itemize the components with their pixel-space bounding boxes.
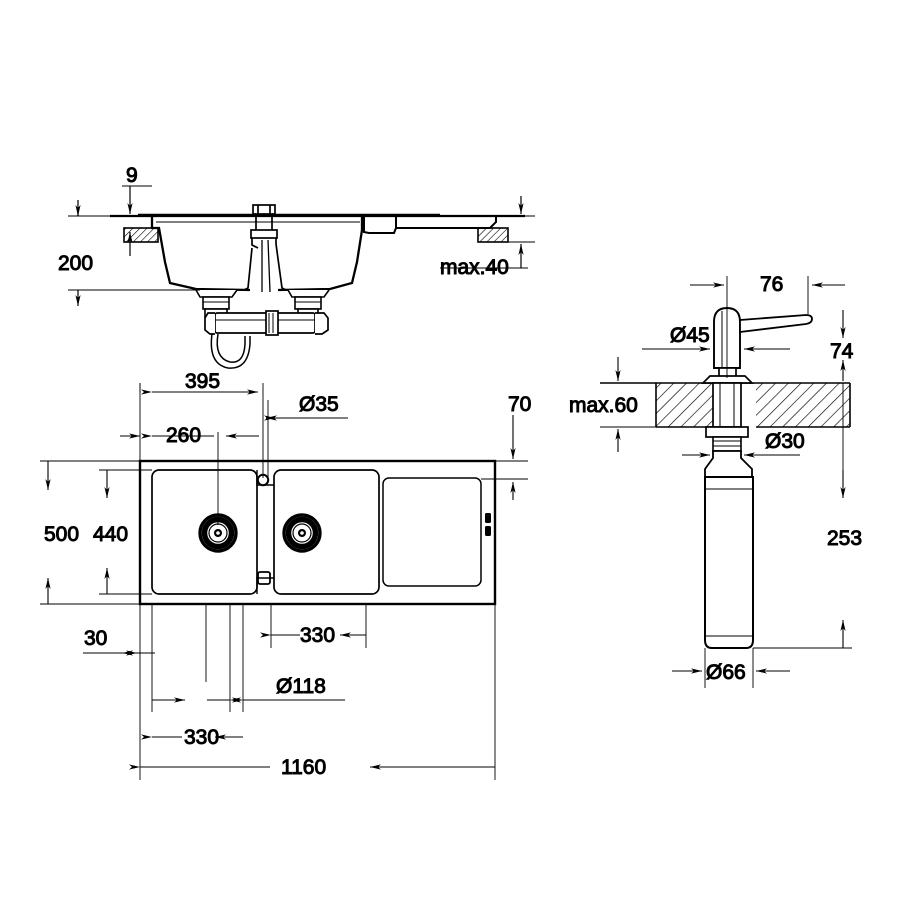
dispenser-lock-nut bbox=[705, 426, 749, 438]
waste-pipe bbox=[204, 310, 329, 369]
sink-bowl-left-profile bbox=[150, 216, 251, 292]
waste-drain-left bbox=[198, 513, 238, 553]
sink-drainer-board bbox=[382, 477, 482, 587]
sink-plan-view bbox=[138, 459, 497, 606]
dim-label-260: 260 bbox=[166, 424, 201, 447]
dim-label-330-left: 330 bbox=[184, 726, 219, 749]
dim-label-440: 440 bbox=[93, 523, 128, 546]
sink-drainer-surface bbox=[396, 216, 497, 229]
dim-label-70: 70 bbox=[508, 393, 531, 416]
dim-label-253: 253 bbox=[827, 527, 862, 550]
dispenser-thread bbox=[712, 436, 742, 452]
dispenser-worktop-slab bbox=[600, 382, 851, 428]
dim-label-d45: Ø45 bbox=[670, 324, 710, 347]
waste-outlet-right bbox=[287, 289, 330, 318]
dispenser-shank bbox=[712, 382, 742, 428]
dim-label-d118: Ø118 bbox=[276, 675, 326, 698]
waste-outlet-left bbox=[195, 289, 238, 318]
plan-view-dimensions: 395 Ø35 260 70 500 440 bbox=[40, 370, 532, 780]
dim-label-74: 74 bbox=[830, 340, 854, 363]
sink-drainer-step bbox=[363, 216, 397, 234]
dim-label-max40: max.40 bbox=[440, 256, 509, 279]
dim-label-500: 500 bbox=[44, 523, 79, 546]
dim-label-30: 30 bbox=[84, 627, 107, 650]
soap-dispenser-view bbox=[600, 307, 851, 649]
dim-label-d66: Ø66 bbox=[706, 661, 746, 684]
worktop-hatch-left bbox=[123, 227, 159, 243]
accessory-hole bbox=[257, 571, 271, 585]
faucet-assembly bbox=[243, 204, 287, 293]
sink-outer-outline bbox=[138, 459, 497, 606]
dim-label-d35: Ø35 bbox=[299, 393, 339, 416]
dim-label-1160: 1160 bbox=[281, 756, 326, 779]
dim-label-9: 9 bbox=[126, 164, 138, 187]
dispenser-bottle-body bbox=[704, 476, 754, 649]
sink-bowl-right-profile bbox=[277, 216, 364, 292]
sink-section-view bbox=[110, 204, 525, 369]
dim-label-max60: max.60 bbox=[569, 394, 638, 417]
dispenser-dimensions: 76 Ø45 74 max.60 Ø30 253 Ø66 bbox=[569, 273, 863, 688]
tap-ledge-upper bbox=[256, 470, 274, 486]
dim-label-76: 76 bbox=[760, 273, 783, 296]
dispenser-flange bbox=[700, 375, 755, 384]
overflow-slot bbox=[485, 513, 491, 536]
dispenser-lever bbox=[739, 314, 813, 334]
sink-bowl-left bbox=[151, 469, 258, 595]
tap-ledge-lower bbox=[256, 577, 274, 594]
dim-label-dia30: Ø30 bbox=[765, 430, 805, 453]
dim-label-395: 395 bbox=[185, 370, 220, 393]
section-view-dimensions: 200 9 max.40 bbox=[58, 164, 535, 306]
worktop-hatch-right bbox=[477, 227, 509, 243]
dim-label-330-right: 330 bbox=[300, 624, 335, 647]
dim-label-200: 200 bbox=[58, 252, 93, 275]
sink-bowl-right bbox=[273, 469, 380, 595]
waste-drain-right bbox=[282, 513, 322, 553]
